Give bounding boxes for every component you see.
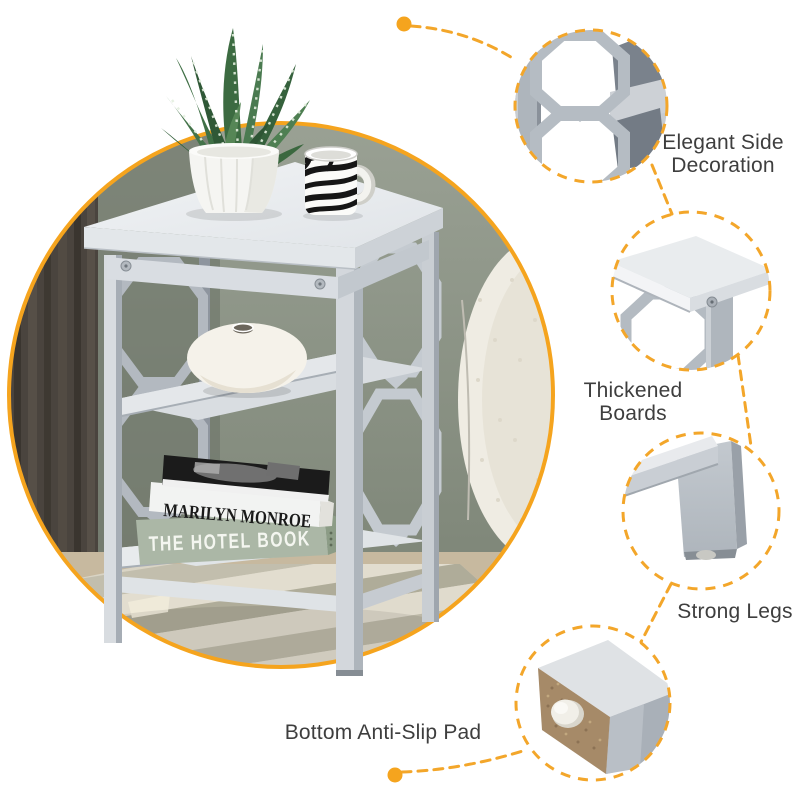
anti-slip-pad [551,699,584,728]
side-table: THE HOTEL BOOK MARILYN MONROE [83,162,443,676]
callout-label-line: Bottom Anti-Slip Pad [284,721,482,744]
callout-label-bottom-anti-slip-pad: Bottom Anti-Slip Pad [263,721,503,744]
leader-dot-bottom [387,767,403,783]
bottom-rail-front [104,575,352,613]
callout-label-line: Boards [599,402,667,425]
plant-pot [189,143,279,213]
screw-icon [706,296,718,308]
leader-line-elegant [409,24,516,61]
leader-dot-top [396,16,412,32]
screw-icon [314,278,326,290]
book-title-hotel: THE HOTEL BOOK [148,527,311,556]
callout-label-line: Strong Legs [677,600,793,623]
curtain [9,123,98,565]
table-leg-front-left [104,255,122,643]
main-circle-rim [7,121,555,669]
table-leg-back-right [422,232,439,622]
leader-line-c1-c2 [650,163,674,216]
book-the-hotel-book: THE HOTEL BOOK [136,512,340,565]
callout-circle-thickened-boards [610,210,772,372]
table-apron [107,240,429,299]
leader-line-c2-c3 [736,353,753,448]
callout-label-line: Elegant Side [662,131,784,154]
screw-icon [120,260,132,272]
callout-label-line: Thickened [583,379,683,402]
donut-vase [187,322,307,398]
callout-label-line: Decoration [671,154,775,177]
callout-label-strong-legs: Strong Legs [655,600,800,623]
rug-fold [128,594,170,618]
leader-line-c3-c4 [639,582,673,644]
zebra-mug [303,146,376,221]
accent-chair [458,235,553,565]
callout-circle-bottom-anti-slip-pad [514,624,672,782]
callout-circle-strong-legs [621,431,781,591]
table-leg-front [336,268,363,676]
plant [161,28,310,221]
callout-label-thickened-boards: Thickened Boards [553,379,713,425]
leader-line-anti-slip [400,748,528,774]
callout-label-elegant-side-decoration: Elegant Side Decoration [643,131,800,177]
bottom-rail-right [352,569,437,613]
